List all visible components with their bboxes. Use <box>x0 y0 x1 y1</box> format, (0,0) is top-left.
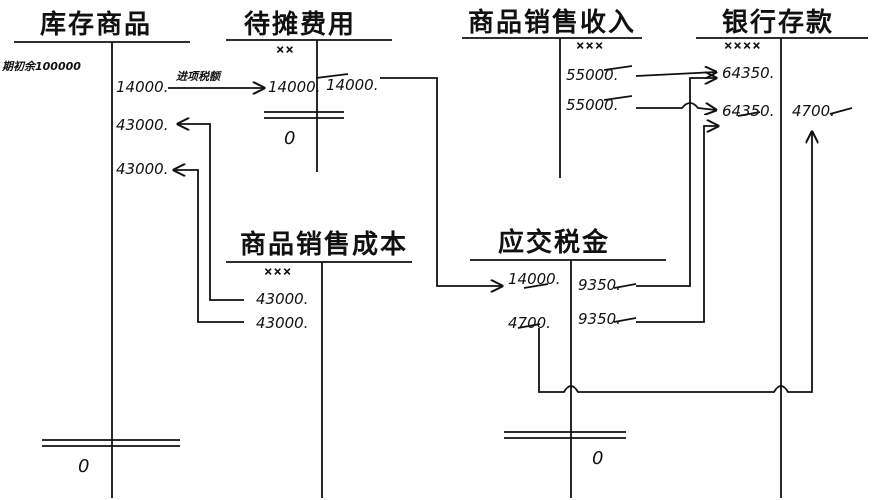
prepaid-title: 待摊费用 <box>244 10 357 40</box>
prepaid-ending: 0 <box>284 128 296 149</box>
bank-mark: ×××× <box>724 38 762 54</box>
tick <box>613 283 637 289</box>
inventory-opening: 期初余100000 <box>2 60 81 73</box>
tax-credit-2: 9350. <box>578 310 621 328</box>
tick <box>517 323 541 329</box>
bank-debit-2: 64350. <box>722 102 775 120</box>
arrow-cost-to-inventory-1 <box>178 124 244 301</box>
arrow-revenue-to-bank-1 <box>635 72 716 76</box>
inventory-debit-1: 14000. <box>116 78 169 96</box>
prepaid-mark: ×× <box>276 42 295 58</box>
revenue-mark: ××× <box>576 38 605 54</box>
tick <box>829 107 853 115</box>
arrow-bank-to-tax <box>538 132 812 393</box>
arrow-revenue-to-bank-2 <box>636 102 716 110</box>
tax-debit-1: 14000. <box>508 270 561 288</box>
cost-title: 商品销售成本 <box>240 230 409 260</box>
tick <box>315 73 349 79</box>
bank-credit-1: 4700. <box>792 102 835 120</box>
arrow-prepaid-to-tax <box>380 77 502 286</box>
revenue-title: 商品销售收入 <box>468 8 637 38</box>
revenue-credit-1: 55000. <box>566 66 619 84</box>
inventory-credit-2: 43000. <box>116 160 169 178</box>
cost-debit-2: 43000. <box>256 314 309 332</box>
inventory-credit-1: 43000. <box>116 116 169 134</box>
revenue-credit-2: 55000. <box>566 96 619 114</box>
prepaid-debit-1: 14000. <box>268 78 321 96</box>
tick <box>523 283 549 289</box>
tax-credit-1: 9350. <box>578 276 621 294</box>
tick <box>603 65 633 71</box>
tick <box>613 317 637 323</box>
cost-debit-1: 43000. <box>256 290 309 308</box>
arrow-tax-to-bank-2 <box>636 126 718 323</box>
inventory-title: 库存商品 <box>40 10 153 40</box>
bank-title: 银行存款 <box>722 8 835 38</box>
tax-debit-2: 4700. <box>508 314 551 332</box>
arrow-tax-to-bank-1 <box>636 78 716 287</box>
cost-mark: ××× <box>264 264 293 280</box>
tax-ending: 0 <box>592 448 604 469</box>
bank-debit-1: 64350. <box>722 64 775 82</box>
tick <box>737 111 761 117</box>
prepaid-credit-1: 14000. <box>326 76 379 94</box>
tax-title: 应交税金 <box>498 228 611 258</box>
transfer-note: 进项税额 <box>176 70 220 83</box>
arrow-cost-to-inventory-2 <box>174 170 244 323</box>
inventory-ending: 0 <box>78 456 90 477</box>
tick <box>603 95 633 101</box>
